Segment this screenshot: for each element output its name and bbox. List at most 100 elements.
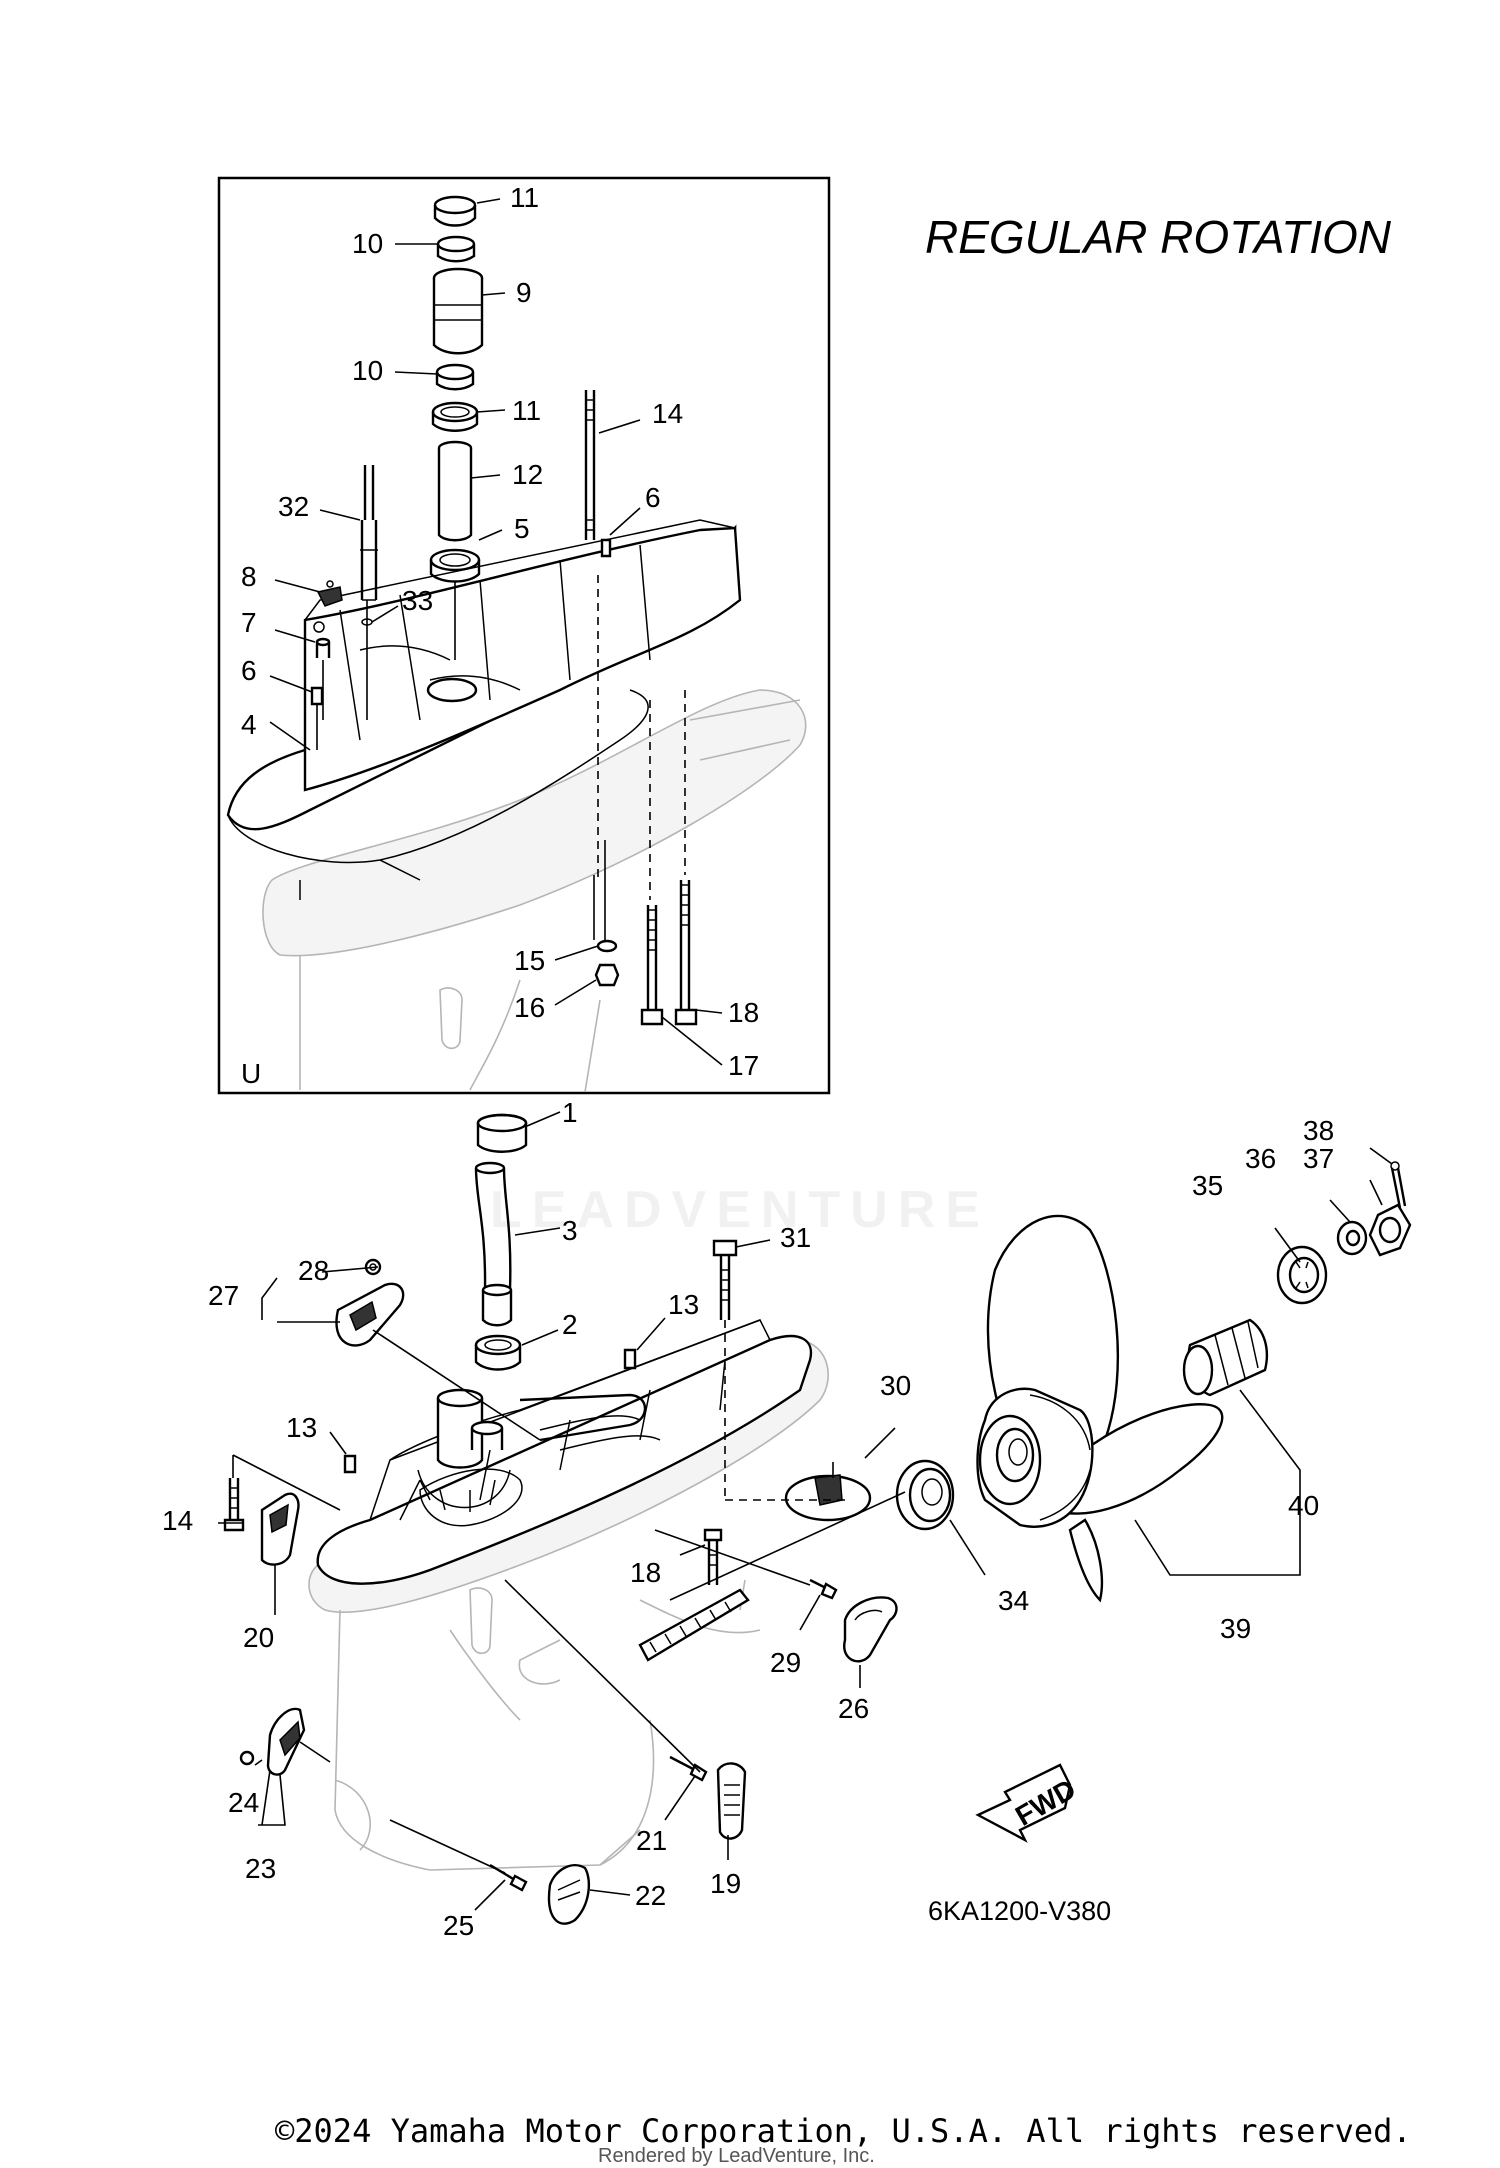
diagram-code: 6KA1200-V380 xyxy=(928,1896,1112,1926)
callout-34: 34 xyxy=(998,1585,1029,1616)
callout-15: 15 xyxy=(514,945,545,976)
callout-39: 39 xyxy=(1220,1613,1251,1644)
fwd-arrow-icon: FWD xyxy=(975,1763,1081,1843)
part-11-top-seal xyxy=(433,195,477,227)
callout-14: 14 xyxy=(162,1505,193,1536)
part-6-dowel-right xyxy=(600,538,612,558)
callout-26: 26 xyxy=(838,1693,869,1724)
inset-lower-case-ghost xyxy=(262,689,807,1093)
callout-17: 17 xyxy=(728,1050,759,1081)
callout-25: 25 xyxy=(443,1910,474,1941)
callout-14: 14 xyxy=(652,398,683,429)
part-22-cover xyxy=(547,1863,591,1925)
callout-9: 9 xyxy=(516,277,532,308)
callout-33: 33 xyxy=(402,585,433,616)
part-8-clip xyxy=(316,580,343,607)
part-31-bolt xyxy=(712,1239,738,1320)
part-19-plate xyxy=(716,1762,747,1840)
callout-38: 38 xyxy=(1303,1115,1334,1146)
part-18-bolt-lower xyxy=(703,1528,723,1585)
callout-16: 16 xyxy=(514,992,545,1023)
callout-labels: 11 10 9 10 11 14 12 32 6 5 8 33 7 6 4 15… xyxy=(162,182,1334,1941)
part-10-bushing-lower xyxy=(435,363,475,391)
callout-36: 36 xyxy=(1245,1143,1276,1174)
part-37-castle-nut xyxy=(1368,1203,1412,1257)
part-20-cover xyxy=(260,1492,300,1566)
part-32-shift-rod xyxy=(360,465,378,601)
callout-28: 28 xyxy=(298,1255,329,1286)
part-12-sleeve xyxy=(437,440,473,542)
callout-13: 13 xyxy=(286,1412,317,1443)
part-18-bolt-upper xyxy=(674,880,698,1026)
callout-18: 18 xyxy=(630,1557,661,1588)
part-11-lower-seal xyxy=(431,401,479,432)
callout-29: 29 xyxy=(770,1647,801,1678)
callout-22: 22 xyxy=(635,1880,666,1911)
callout-4: 4 xyxy=(241,709,257,740)
callout-23: 23 xyxy=(245,1853,276,1884)
lower-case-deck xyxy=(316,1319,813,1585)
callout-32: 32 xyxy=(278,491,309,522)
part-23-bracket xyxy=(266,1707,306,1776)
part-24-nut xyxy=(239,1750,255,1766)
callout-3: 3 xyxy=(562,1215,578,1246)
inset-tag: U xyxy=(241,1058,261,1089)
part-38-cotter-pin xyxy=(1390,1161,1407,1209)
part-15-washer xyxy=(596,939,618,953)
callout-27: 27 xyxy=(208,1280,239,1311)
callout-2: 2 xyxy=(562,1309,578,1340)
watermark-text: LEADVENTURE xyxy=(490,1181,991,1239)
callout-21: 21 xyxy=(636,1825,667,1856)
callout-10: 10 xyxy=(352,355,383,386)
part-13-dowel-upper xyxy=(623,1348,637,1370)
lower-leader-lines xyxy=(218,1111,1393,1911)
callout-6: 6 xyxy=(241,655,257,686)
part-2-grommet xyxy=(474,1334,522,1371)
part-14-stud-upper xyxy=(584,390,596,540)
callout-19: 19 xyxy=(710,1868,741,1899)
part-39-propeller xyxy=(976,1214,1224,1603)
callout-10: 10 xyxy=(352,228,383,259)
part-13-dowel-lower xyxy=(343,1454,357,1474)
part-36-washer xyxy=(1336,1220,1368,1256)
part-7-bushing xyxy=(315,637,331,658)
inset-leader-lines xyxy=(316,575,686,940)
part-5-oil-seal xyxy=(429,548,481,583)
part-16-nut xyxy=(594,963,620,987)
copyright-notice: ©2024 Yamaha Motor Corporation, U.S.A. A… xyxy=(275,2112,1412,2150)
part-29-screw xyxy=(809,1578,838,1600)
part-3-water-tube xyxy=(474,1161,513,1327)
casing-upper-part xyxy=(226,519,742,900)
part-9-water-pump-body xyxy=(432,267,484,355)
part-40-hub xyxy=(1182,1318,1269,1397)
callout-7: 7 xyxy=(241,607,257,638)
rendered-by-credit: Rendered by LeadVenture, Inc. xyxy=(598,2145,875,2167)
part-1-collar xyxy=(476,1113,528,1153)
inset-frame xyxy=(217,176,831,1095)
callout-1: 1 xyxy=(562,1097,578,1128)
callout-37: 37 xyxy=(1303,1143,1334,1174)
part-6-dowel-left xyxy=(310,686,324,706)
callout-18: 18 xyxy=(728,997,759,1028)
callout-8: 8 xyxy=(241,561,257,592)
part-30-plate xyxy=(784,1462,872,1522)
callout-6: 6 xyxy=(645,482,661,513)
callout-5: 5 xyxy=(514,513,530,544)
callout-12: 12 xyxy=(512,459,543,490)
part-34-thrust-washer xyxy=(895,1459,955,1531)
part-21-screw xyxy=(669,1755,708,1782)
part-35-spacer xyxy=(1276,1245,1328,1305)
callout-20: 20 xyxy=(243,1622,274,1653)
callout-24: 24 xyxy=(228,1787,259,1818)
part-27-anode xyxy=(335,1282,405,1347)
part-17-bolt xyxy=(640,905,664,1026)
callout-13: 13 xyxy=(668,1289,699,1320)
callout-11: 11 xyxy=(512,395,541,426)
callout-31: 31 xyxy=(780,1222,811,1253)
callout-35: 35 xyxy=(1192,1170,1223,1201)
propeller-shaft xyxy=(638,1588,750,1662)
callout-30: 30 xyxy=(880,1370,911,1401)
part-8-washer xyxy=(313,621,325,633)
callout-40: 40 xyxy=(1288,1490,1319,1521)
